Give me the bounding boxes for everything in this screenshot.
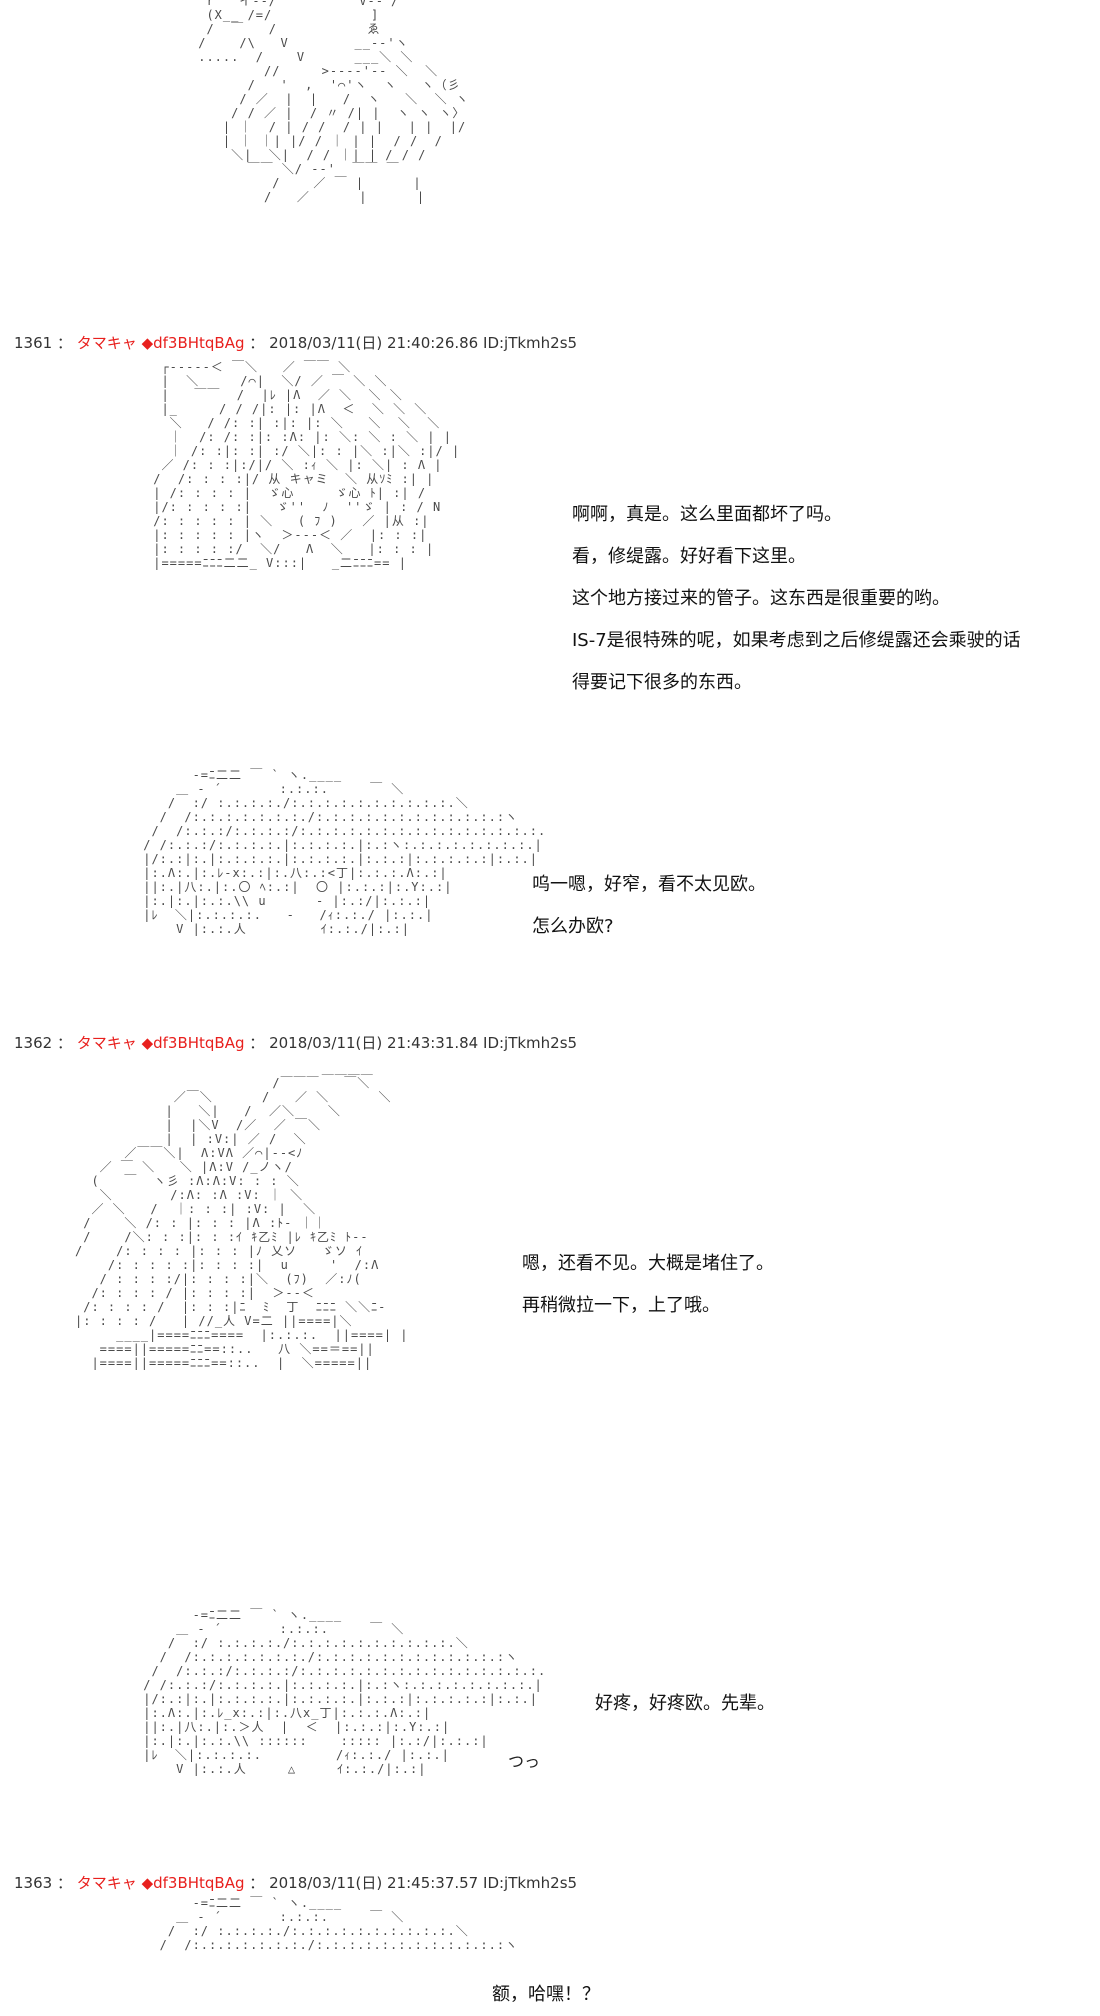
ascii-art-block: ‐=ﾆ二二 ￣ ` ヽ.____ ＿ ‐ ´ :.:.:. ￣ ＼ / :/ :… — [143, 1608, 547, 1776]
dialog-line: 怎么办欧? — [532, 916, 614, 937]
poster-name-link[interactable]: タマキャ — [76, 1034, 137, 1052]
post-number: 1361 — [14, 334, 53, 352]
poster-trip: ◆df3BHtqBAg — [141, 1034, 245, 1052]
post-number: 1362 — [14, 1034, 53, 1052]
post-header: 1363 ： タマキャ ◆df3BHtqBAg ： 2018/03/11(日) … — [14, 1872, 577, 1893]
post-datetime: 2018/03/11(日) 21:40:26.86 — [269, 334, 479, 352]
post-number: 1363 — [14, 1874, 53, 1892]
ascii-art-block: ＿＿＿＿ /￣￣￣ ￣＼ ／￣＼ / ／ ＼ ＼ | ＼| / ／＼ ＼ | |… — [75, 1062, 409, 1370]
separator: ： — [249, 334, 265, 352]
dialog-line: 好疼，好疼欧。先辈。 — [595, 1693, 775, 1714]
separator: ： — [56, 1034, 72, 1052]
dialog-line: 啊啊，真是。这么里面都坏了吗。 — [572, 504, 842, 525]
poster-name-link[interactable]: タマキャ — [76, 334, 137, 352]
dialog-block: 嗯，还看不见。大概是堵住了。 再稍微拉一下，上了哦。 — [522, 1243, 774, 1327]
post-id: ID:jTkmh2s5 — [483, 1874, 578, 1892]
dialog-block: 啊啊，真是。这么里面都坏了吗。 看，修缇露。好好看下这里。 这个地方接过来的管子… — [572, 494, 1021, 704]
poster-name-link[interactable]: タマキャ — [76, 1874, 137, 1892]
post-id: ID:jTkmh2s5 — [483, 1034, 578, 1052]
dialog-line: 这个地方接过来的管子。这东西是很重要的哟。 — [572, 588, 950, 609]
separator: ： — [56, 334, 72, 352]
separator: ： — [249, 1034, 265, 1052]
ascii-art-block: ┌‐‐‐‐‐＜ ￣＼ ／ ￣￣ ＼ | ＼ /⌒| ＼/ ／ ￣ ＼ ＼ | ￣… — [153, 360, 461, 570]
separator: ： — [249, 1874, 265, 1892]
dialog-line: 得要记下很多的东西。 — [572, 672, 752, 693]
separator: ： — [56, 1874, 72, 1892]
dialog-line: 额，哈嘿！？ — [492, 1984, 600, 2005]
dialog-block: 呜一嗯，好窄，看不太见欧。 怎么办欧? — [532, 864, 766, 948]
poster-trip: ◆df3BHtqBAg — [141, 1874, 245, 1892]
dialog-line: IS-7是很特殊的呢，如果考虑到之后修缇露还会乘驶的话 — [572, 630, 1021, 651]
post-id: ID:jTkmh2s5 — [483, 334, 578, 352]
dialog-line: 看，修缇露。好好看下这里。 — [572, 546, 806, 567]
dialog-line: 再稍微拉一下，上了哦。 — [522, 1295, 720, 1316]
dialog-line: 嗯，还看不见。大概是堵住了。 — [522, 1253, 774, 1274]
ascii-art-block: ‐=ﾆ二二 ￣ ` ヽ.____ ＿ ‐ ´ :.:.:. ￣ ＼ / :/ :… — [159, 1896, 519, 1952]
post-datetime: 2018/03/11(日) 21:45:37.57 — [269, 1874, 479, 1892]
post-header: 1361 ： タマキャ ◆df3BHtqBAg ： 2018/03/11(日) … — [14, 332, 577, 353]
ascii-art-block: r イ-‐/ V--ﾞ/ (X__ /=/ ] / ￣ / ゑ / /\ V _… — [198, 0, 469, 204]
poster-trip: ◆df3BHtqBAg — [141, 334, 245, 352]
sound-effect-text: つっ — [508, 1752, 541, 1771]
dialog-block: 额，哈嘿！？ — [492, 1974, 600, 2016]
post-header: 1362 ： タマキャ ◆df3BHtqBAg ： 2018/03/11(日) … — [14, 1032, 577, 1053]
dialog-line: 呜一嗯，好窄，看不太见欧。 — [532, 874, 766, 895]
post-datetime: 2018/03/11(日) 21:43:31.84 — [269, 1034, 479, 1052]
dialog-block: 好疼，好疼欧。先辈。 — [595, 1683, 775, 1725]
ascii-art-block: ‐=ﾆ二二 ￣ ` ヽ.____ ＿ ‐ ´ :.:.:. ￣ ＼ / :/ :… — [143, 768, 547, 936]
